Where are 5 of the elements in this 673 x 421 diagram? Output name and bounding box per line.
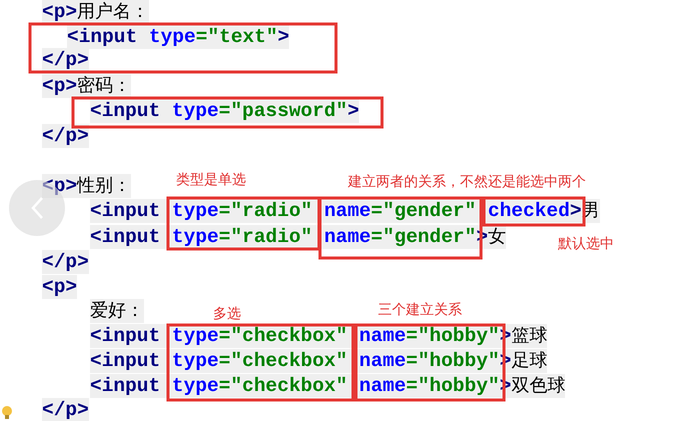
annotation-text: 三个建立关系 [378,301,462,319]
annotation-text: 默认选中 [558,235,614,253]
annotation-text: 类型是单选 [176,171,246,189]
annotation-text: 建立两者的关系，不然还是能选中两个 [348,173,586,191]
annotation-text: 多选 [213,305,241,323]
